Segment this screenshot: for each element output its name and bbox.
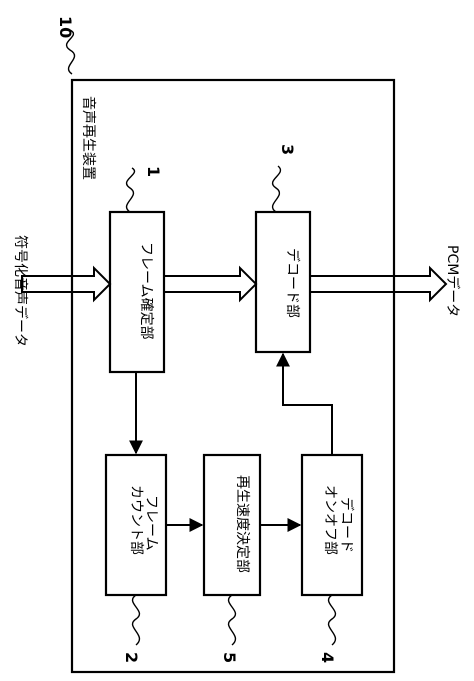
decode-onoff-label-line1: デコード	[338, 497, 355, 553]
input-arrow	[21, 265, 112, 303]
device-label: 音声再生装置	[80, 96, 97, 180]
frame-determination-block	[108, 210, 166, 374]
leader-line-5	[227, 594, 237, 646]
output-label: PCMデータ	[444, 245, 461, 317]
ref-number-5: 5	[220, 652, 239, 663]
frame-determination-label: フレーム確定部	[138, 242, 154, 340]
output-arrow	[309, 265, 448, 303]
ref-number-2: 2	[122, 652, 141, 663]
device-ref-number: 10	[56, 16, 75, 38]
leader-line-2	[131, 594, 141, 646]
onoff-to-decode-arrow	[276, 352, 333, 455]
leader-line-1	[125, 167, 135, 213]
speed-decision-label: 再生速度決定部	[234, 475, 250, 573]
frame-to-decode-arrow	[163, 265, 258, 303]
decode-onoff-block	[300, 453, 364, 597]
speed-decision-block	[202, 453, 262, 597]
decode-block	[254, 210, 312, 354]
ref-number-1: 1	[144, 166, 163, 177]
frame-count-label-line1: フレーム	[143, 495, 159, 551]
leader-line-3	[271, 165, 281, 213]
decode-onoff-label-line2: オンオフ部	[322, 485, 338, 555]
input-label: 符号化音声データ	[12, 235, 29, 347]
device-leader-line	[65, 29, 76, 75]
ref-number-4: 4	[318, 652, 337, 663]
leader-line-4	[327, 594, 337, 646]
decode-label: デコード部	[284, 248, 301, 318]
ref-number-3: 3	[278, 144, 297, 155]
frame-count-label-line2: カウント部	[128, 485, 144, 555]
